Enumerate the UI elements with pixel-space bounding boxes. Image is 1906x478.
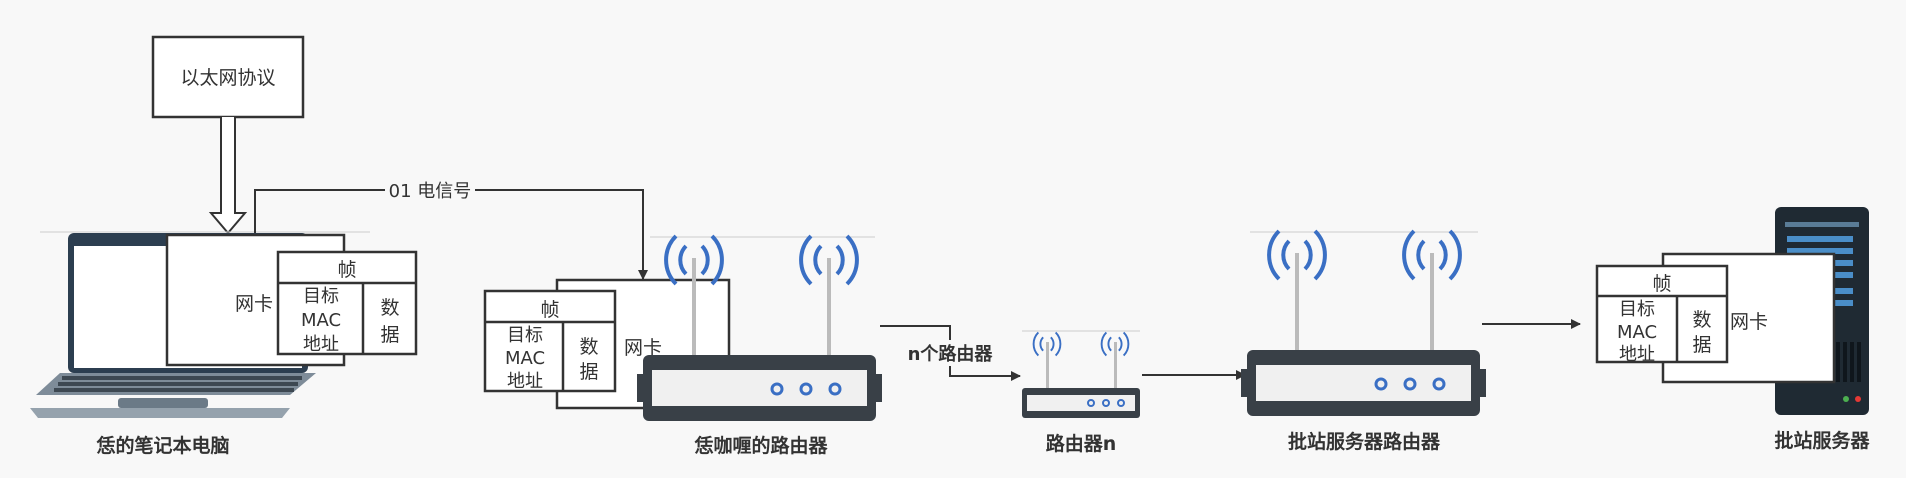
server-mac-line-1: 目标 <box>1619 299 1655 320</box>
routers-connector: n个路由器 <box>880 325 1021 381</box>
cafe-frame-label: 帧 <box>540 299 559 321</box>
routers-connector-label: n个路由器 <box>908 343 994 365</box>
laptop-data-line-2: 据 <box>380 324 399 346</box>
router-n-icon <box>1022 330 1140 418</box>
site-router-caption: 批站服务器路由器 <box>1288 430 1441 453</box>
server-mac-line-2: MAC <box>1617 322 1657 343</box>
server-mac-line-3: 地址 <box>1619 344 1655 365</box>
protocol-box: 以太网协议 <box>151 35 305 119</box>
server-data-line-2: 据 <box>1692 334 1711 356</box>
cafe-mac-line-1: 目标 <box>507 325 543 346</box>
cafe-router-frame: 帧 目标 MAC 地址 数 据 <box>483 289 617 393</box>
cafe-mac-line-3: 地址 <box>507 371 543 392</box>
cafe-router-nic-label: 网卡 <box>624 337 662 359</box>
server-data-line-1: 数 <box>1692 309 1711 331</box>
laptop-frame-label: 帧 <box>337 259 356 281</box>
laptop-nic-label: 网卡 <box>235 293 273 315</box>
cafe-router-icon <box>637 234 882 421</box>
server-caption: 批站服务器 <box>1774 429 1870 452</box>
server-frame: 帧 目标 MAC 地址 数 据 <box>1595 264 1729 365</box>
laptop-frame: 帧 目标 MAC 地址 数 据 <box>276 250 418 356</box>
laptop-mac-line-3: 地址 <box>303 334 339 355</box>
protocol-box-label: 以太网协议 <box>180 67 275 89</box>
laptop-mac-line-2: MAC <box>301 310 341 331</box>
site-router-icon <box>1241 229 1486 416</box>
protocol-arrow <box>208 117 248 235</box>
server-nic-label: 网卡 <box>1730 311 1768 333</box>
cafe-mac-line-2: MAC <box>505 348 545 369</box>
signal-label: 01 电信号 <box>389 181 472 202</box>
laptop-data-line-1: 数 <box>380 297 399 319</box>
router-n-caption: 路由器n <box>1046 432 1117 455</box>
laptop-caption: 恁的笔记本电脑 <box>95 434 229 457</box>
cafe-router-caption: 恁咖喱的路由器 <box>693 434 828 457</box>
server-frame-label: 帧 <box>1652 273 1671 295</box>
signal-connector: 01 电信号 <box>254 178 648 280</box>
cafe-data-line-1: 数 <box>579 336 598 358</box>
cafe-data-line-2: 据 <box>579 361 598 383</box>
laptop-mac-line-1: 目标 <box>303 286 339 307</box>
